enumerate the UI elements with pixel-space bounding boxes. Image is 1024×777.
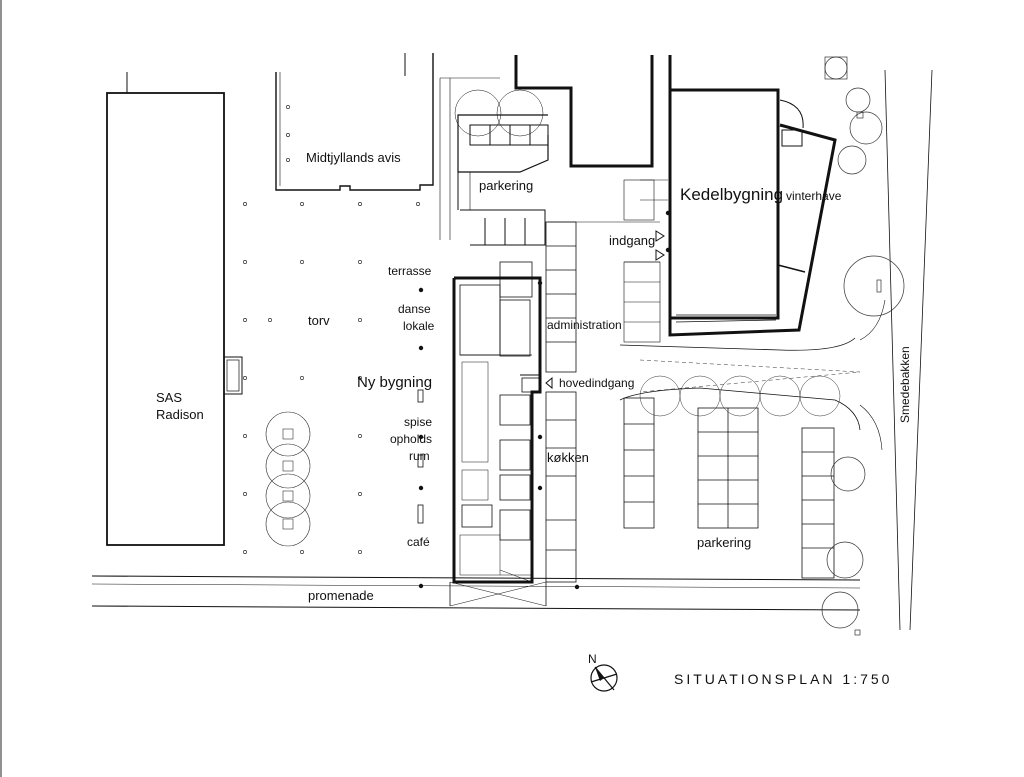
label-terrasse: terrasse	[388, 264, 432, 278]
label-spise: spise	[404, 415, 432, 429]
label-lokale: lokale	[403, 319, 435, 333]
label-indgang: indgang	[609, 233, 655, 248]
label-parkering-bottom: parkering	[697, 535, 751, 550]
label-danse: danse	[398, 302, 431, 316]
label-midtjyllands-avis: Midtjyllands avis	[306, 150, 401, 165]
north-building	[439, 55, 654, 240]
label-kedelbygning: Kedelbygning	[680, 185, 783, 204]
ny-bygning-building	[452, 261, 542, 584]
benches	[417, 389, 424, 524]
column-dots	[418, 210, 671, 590]
label-administration: administration	[547, 318, 622, 332]
kedelbygning-building	[623, 55, 837, 343]
street-trees	[821, 56, 905, 636]
label-cafe: café	[407, 535, 430, 549]
torv-grid-dots	[243, 105, 420, 554]
entrance-arrows	[545, 230, 665, 390]
promenade-road	[91, 569, 861, 611]
label-smedebakken: Smedebakken	[898, 346, 912, 423]
north-arrow-icon: N	[588, 652, 618, 692]
label-promenade: promenade	[308, 588, 374, 603]
north-label: N	[588, 652, 597, 666]
label-sas: SAS	[156, 390, 182, 405]
tree-row	[639, 359, 861, 417]
label-ny-bygning: Ny bygning	[357, 374, 432, 391]
midtjyllands-avis-building	[275, 53, 434, 191]
label-torv: torv	[308, 313, 330, 328]
plan-title: SITUATIONSPLAN 1:750	[674, 671, 892, 687]
label-radison: Radison	[156, 407, 204, 422]
parking-top	[460, 124, 660, 246]
label-opholds: opholds	[390, 432, 432, 446]
label-vinterhave: vinterhave	[786, 189, 842, 203]
torv-trees	[265, 411, 311, 547]
label-kokken: køkken	[547, 450, 589, 465]
smedebakken-road	[859, 69, 933, 631]
label-hovedindgang: hovedindgang	[559, 376, 634, 390]
parking-lot-lower	[619, 337, 861, 579]
sas-radison-building	[106, 72, 243, 546]
parking-column	[545, 221, 577, 583]
label-parkering-top: parkering	[479, 178, 533, 193]
label-rum: rum	[409, 449, 430, 463]
